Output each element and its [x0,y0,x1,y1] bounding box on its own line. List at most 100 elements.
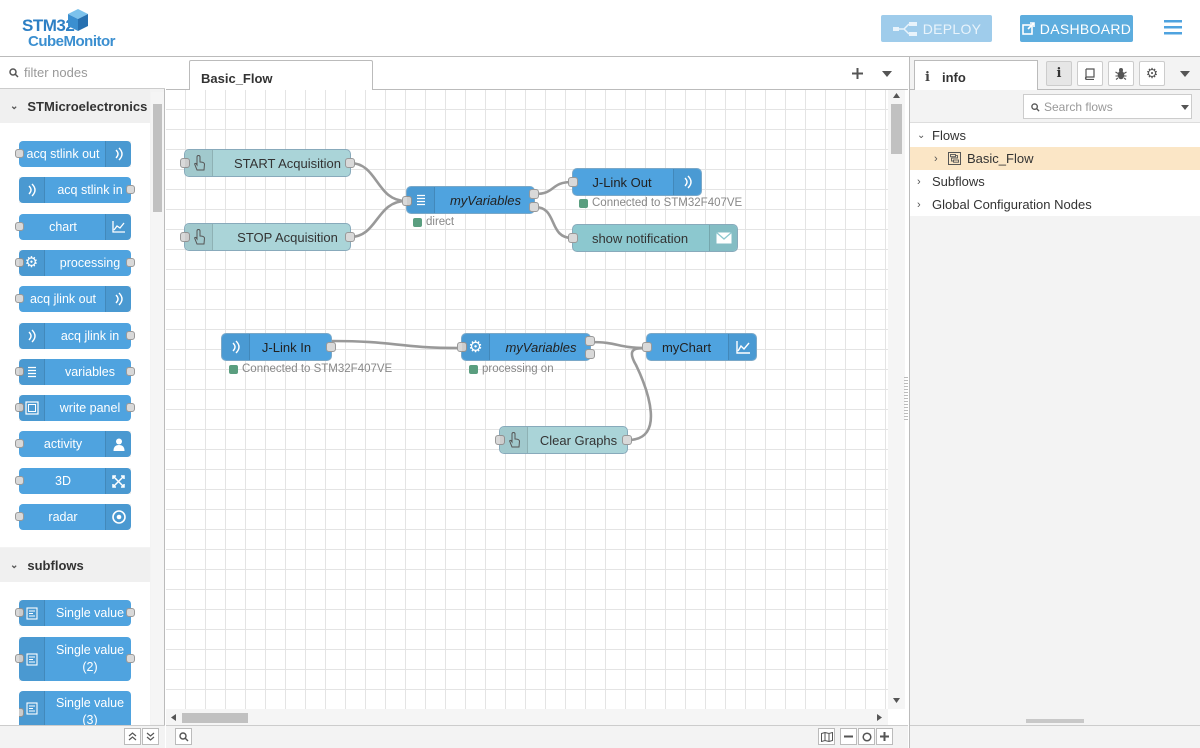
palette-node-acq-stlink-out[interactable]: acq stlink out [15,141,131,167]
input-port [15,149,24,158]
scroll-up-arrow-icon[interactable] [893,93,900,98]
input-port [457,342,467,352]
tree-item-flows[interactable]: ⌄ Flows [910,124,1200,147]
chevron-right-icon: › [934,152,938,165]
flow-node-myvariables-processing[interactable]: ⚙ myVariables [457,333,595,361]
category-label: subflows [27,557,84,573]
logo-text-line1: STM32 [22,16,75,35]
collapse-all-button[interactable] [124,728,141,745]
tree-item-global-config[interactable]: › Global Configuration Nodes [910,193,1200,216]
help-tab-button[interactable] [1077,61,1103,86]
expand-icon [105,468,131,494]
chart-icon [105,214,131,240]
input-port [15,222,24,231]
chevron-down-icon: ⌄ [10,559,19,571]
palette-node-chart[interactable]: chart [15,214,131,240]
input-port [15,258,24,267]
palette-node-radar[interactable]: radar [15,504,131,530]
output-port [529,189,539,199]
info-tab-button[interactable]: i [1046,61,1072,86]
input-port [15,439,24,448]
zoom-in-button[interactable] [876,728,893,745]
palette-subflow-single-value-3[interactable]: Single value (3) [19,691,131,725]
expand-all-button[interactable] [142,728,159,745]
tab-info[interactable]: i info [914,60,1038,91]
user-icon [105,431,131,457]
info-icon: i [925,70,930,85]
node-label: radar [48,509,78,524]
search-flows-input[interactable]: Search flows [1023,94,1192,119]
deploy-button[interactable]: DEPLOY [881,15,992,42]
palette-node-write-panel[interactable]: write panel [15,395,135,421]
node-label: Single value (2) [55,643,125,674]
chevron-right-icon: › [917,175,921,188]
flow-node-mychart[interactable]: myChart [642,333,757,361]
sidebar-resize-handle[interactable] [904,377,908,421]
navigator-button[interactable] [818,728,835,745]
palette-node-3d[interactable]: 3D [15,468,131,494]
debug-tab-button[interactable] [1108,61,1134,86]
palette-node-acq-jlink-out[interactable]: acq jlink out [15,286,131,312]
deploy-icon [892,21,917,36]
search-icon [1031,103,1040,112]
palette-subflow-single-value-2[interactable]: Single value (2) [15,637,135,681]
palette-node-processing[interactable]: ⚙ processing [15,250,135,276]
category-header-subflows[interactable]: ⌄ subflows [0,548,150,582]
hand-pointer-icon [185,224,213,250]
sidebar-tabbar: i info i ⚙ [910,57,1200,91]
scroll-right-arrow-icon[interactable] [877,714,882,721]
flow-node-jlink-out[interactable]: J-Link Out [568,168,702,196]
output-port [126,258,135,267]
status-dot [229,364,238,374]
filter-nodes-input[interactable]: filter nodes [0,57,165,89]
palette-scrollbar[interactable] [151,92,164,724]
config-tab-button[interactable]: ⚙ [1139,61,1165,86]
flow-canvas[interactable]: START Acquisition STOP Acquisition myVar… [166,90,888,709]
sidebar-footer [910,725,1200,748]
canvas-horizontal-scrollbar[interactable] [166,709,888,725]
dashboard-button[interactable]: DASHBOARD [1020,15,1133,42]
node-palette: filter nodes ⌄ STMicroelectronics acq st… [0,57,165,748]
palette-node-acq-jlink-in[interactable]: acq jlink in [19,323,135,349]
flow-node-start-acquisition[interactable]: START Acquisition [180,149,355,177]
canvas-vertical-scrollbar[interactable] [888,90,905,709]
scroll-down-arrow-icon[interactable] [893,698,900,703]
add-tab-icon[interactable] [852,68,863,79]
target-icon [105,504,131,530]
tab-menu-caret-icon[interactable] [882,71,892,77]
flow-node-stop-acquisition[interactable]: STOP Acquisition [180,223,355,251]
palette-subflow-single-value[interactable]: Single value [15,600,135,626]
search-canvas-button[interactable] [175,728,192,745]
sidebar-menu-caret-icon[interactable] [1180,71,1190,77]
caret-down-icon[interactable] [1181,105,1189,110]
zoom-reset-button[interactable] [858,728,875,745]
menu-icon[interactable] [1164,19,1182,35]
node-label: 3D [55,473,71,488]
scroll-left-arrow-icon[interactable] [171,714,176,721]
subflow-icon [19,600,45,626]
palette-node-activity[interactable]: activity [15,431,131,457]
flow-node-jlink-in[interactable]: J-Link In [221,333,336,361]
node-label: processing [59,255,121,270]
tab-basic-flow[interactable]: Basic_Flow [189,60,373,91]
category-header-stmicro[interactable]: ⌄ STMicroelectronics [0,89,150,123]
flow-node-myvariables-direct[interactable]: myVariables [402,186,539,214]
envelope-icon [709,225,737,251]
palette-node-variables[interactable]: variables [15,359,135,385]
wire-stop-to-myvars1 [349,199,407,239]
output-port [126,608,135,617]
palette-node-acq-stlink-in[interactable]: acq stlink in [19,177,135,203]
flow-node-show-notification[interactable]: show notification [568,224,738,252]
splitter-handle[interactable] [1026,719,1084,723]
tree-item-subflows[interactable]: › Subflows [910,170,1200,193]
horizontal-scrollbar-thumb[interactable] [182,713,248,723]
palette-scrollbar-thumb[interactable] [153,104,162,212]
flow-node-clear-graphs[interactable]: Clear Graphs [495,426,632,454]
input-port [402,196,412,206]
zoom-out-button[interactable] [840,728,857,745]
input-port [15,403,24,412]
sidebar-splitter[interactable] [910,717,1200,725]
node-status-jlink-in: Connected to STM32F407VE [229,363,392,375]
vertical-scrollbar-thumb[interactable] [891,104,902,154]
tree-item-basic-flow[interactable]: › Basic_Flow [910,147,1200,170]
